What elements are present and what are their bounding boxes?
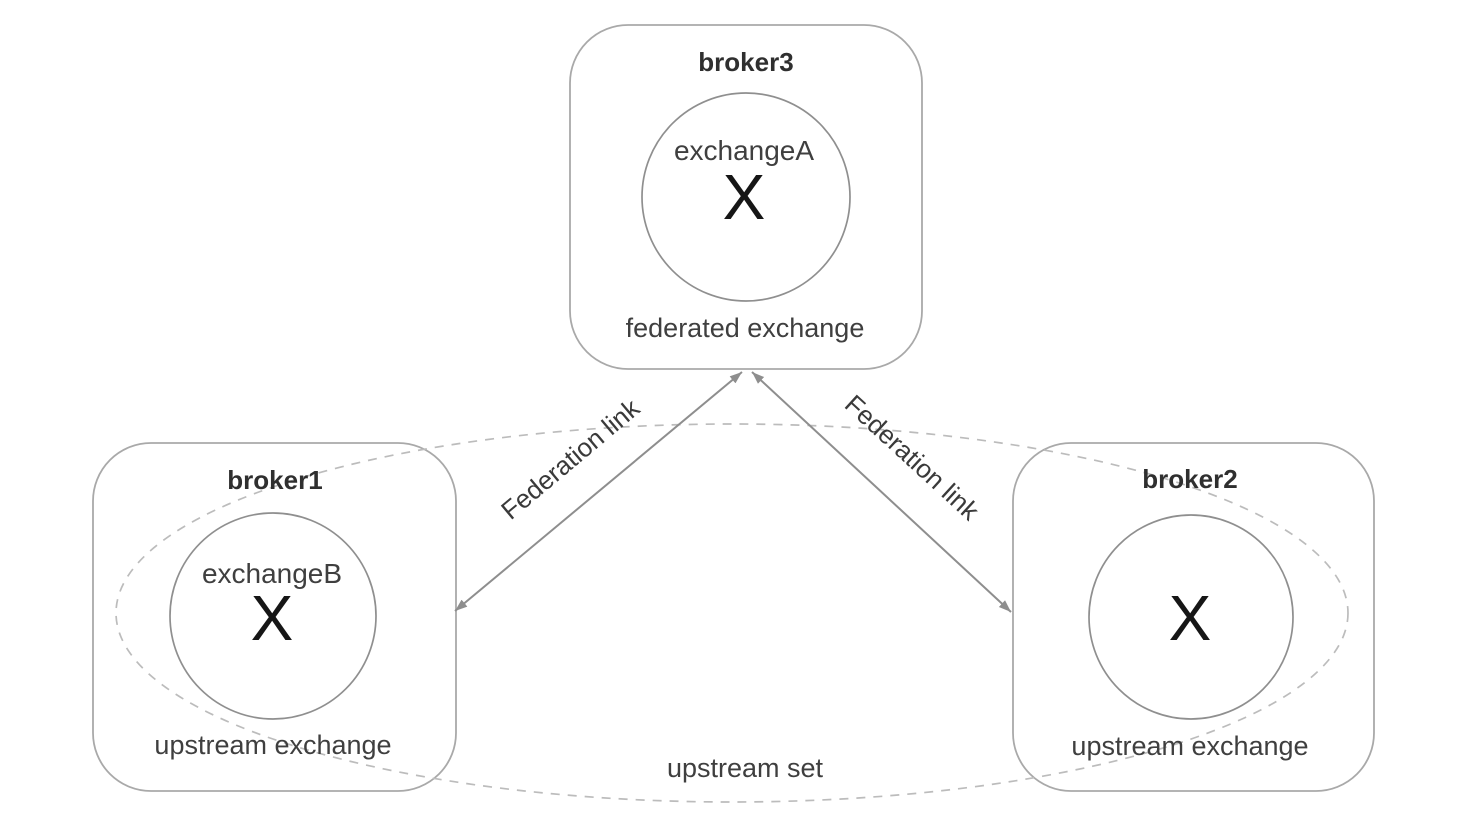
broker1-exchange-symbol: X	[251, 582, 294, 654]
broker3-caption: federated exchange	[626, 313, 865, 343]
federation-link-left-arrow	[454, 371, 743, 612]
broker1-caption: upstream exchange	[154, 730, 391, 760]
broker2-exchange-circle	[1088, 514, 1294, 720]
broker3-exchange-circle	[641, 92, 851, 302]
federation-link-left-label: Federation link	[495, 392, 646, 525]
broker3-title: broker3	[698, 47, 793, 77]
broker2-exchange-symbol: X	[1169, 582, 1212, 654]
upstream-set-label: upstream set	[667, 753, 824, 783]
broker1-exchange-circle	[169, 512, 377, 720]
upstream-set-ellipse	[115, 423, 1349, 803]
federation-link-right-arrow	[751, 371, 1012, 613]
broker2-title: broker2	[1142, 464, 1237, 494]
broker3-exchange-name: exchangeA	[674, 135, 814, 166]
broker2-caption: upstream exchange	[1071, 731, 1308, 761]
broker1-title: broker1	[227, 465, 322, 495]
federation-link-right-label: Federation link	[839, 389, 986, 527]
broker3-exchange-symbol: X	[723, 161, 766, 233]
broker1-exchange-name: exchangeB	[202, 558, 342, 589]
